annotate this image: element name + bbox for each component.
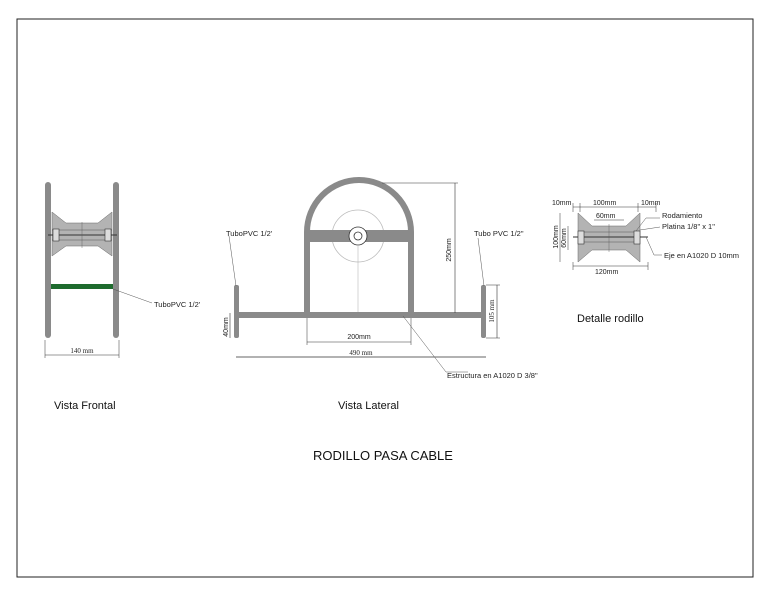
side-tube-left-label: TuboPVC 1/2': [226, 229, 273, 238]
detail-bearing-right: [633, 230, 641, 245]
side-axle-inner: [353, 231, 363, 241]
drawing-title: RODILLO PASA CABLE: [313, 448, 453, 463]
side-dim-height: 250mm: [446, 238, 453, 262]
detail-dim-inner: 60mm: [596, 213, 616, 220]
front-dim-width: 140 mm: [70, 347, 94, 355]
front-pvc-tube: [51, 284, 113, 289]
side-dim-inner: 200mm: [347, 334, 371, 341]
side-dim-total: 490 mm: [349, 349, 373, 357]
side-tube-right-leader: [477, 237, 485, 287]
detail-plate-leader: [639, 226, 661, 231]
side-structure-leader: [402, 315, 468, 373]
detail-label-axle: Eje en A1020 D 10mm: [664, 251, 739, 260]
detail-dim-bottom: 120mm: [595, 269, 619, 276]
detail-dim-height-outer: 100mm: [553, 225, 560, 249]
side-tube-left-leader: [228, 235, 237, 287]
front-tube-leader: [112, 288, 153, 304]
side-view-caption: Vista Lateral: [338, 400, 399, 412]
front-bearing-left: [52, 228, 60, 242]
detail-bearing-leader: [635, 217, 660, 232]
detail-axle-leader: [645, 236, 662, 256]
side-tube-right-label: Tubo PVC 1/2": [474, 229, 524, 238]
detail-label-plate: Platina 1/8" x 1": [662, 222, 715, 231]
front-left-post: [45, 182, 51, 338]
side-structure-label: Estructura en A1020 D 3/8": [447, 371, 538, 380]
sheet-border: [16, 18, 754, 578]
front-bearing-right: [104, 228, 112, 242]
detail-bearing-left: [577, 230, 585, 245]
side-base-beam: [236, 312, 484, 318]
side-left-leg: [234, 285, 239, 338]
detail-dim-mid: 100mm: [593, 200, 617, 207]
side-right-leg: [481, 285, 486, 338]
side-dim-left-leg: 40mm: [223, 317, 230, 337]
front-right-post: [113, 182, 119, 338]
detail-dim-left: 10mm: [552, 200, 572, 207]
detail-caption: Detalle rodillo: [577, 313, 644, 325]
front-view: TuboPVC 1/2' 140 mm Vista Frontal: [44, 182, 201, 412]
roller-detail: 10mm 100mm 10mm 60mm 100mm 60mm 120mm Ro…: [552, 200, 739, 325]
detail-dim-height-inner: 60mm: [561, 228, 568, 248]
side-view: TuboPVC 1/2' Tubo PVC 1/2" 250mm 105 mm …: [223, 177, 538, 412]
side-dim-right-leg: 105 mm: [488, 299, 496, 323]
side-arch: [304, 177, 414, 315]
front-tube-label: TuboPVC 1/2': [154, 300, 201, 309]
front-view-caption: Vista Frontal: [54, 400, 116, 412]
detail-dim-right: 10mm: [641, 200, 661, 207]
detail-label-bearing: Rodamiento: [662, 211, 702, 220]
